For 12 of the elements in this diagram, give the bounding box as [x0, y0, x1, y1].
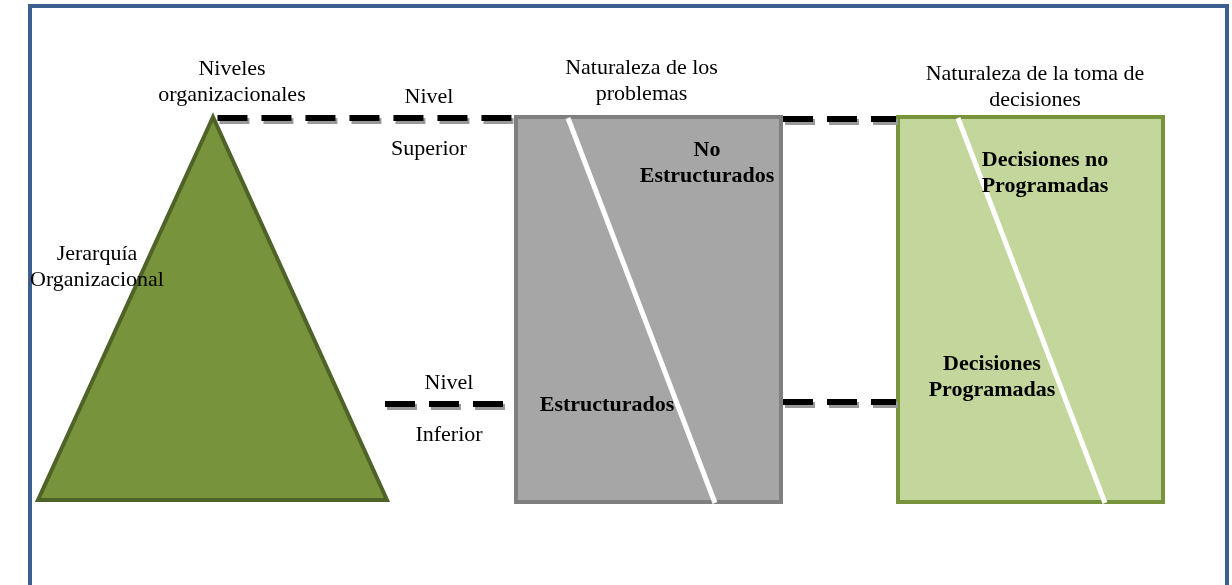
dashed-connector [783, 116, 896, 122]
node-text: Decisiones no Programadas [980, 146, 1110, 198]
heading-text: Niveles organizacionales [157, 55, 307, 107]
heading-text: Naturaleza de la toma de decisiones [924, 60, 1146, 112]
heading-text: Naturaleza de los problemas [564, 54, 719, 106]
node-text: Estructurados [538, 391, 676, 417]
node-text: Decisiones Programadas [927, 350, 1057, 402]
dashed-connector [783, 399, 896, 405]
dashed-connector [217, 115, 514, 121]
level-label: Nivel Inferior [414, 368, 484, 448]
level-label: Nivel Superior [390, 82, 468, 162]
node-text: No Estructurados [638, 136, 776, 188]
